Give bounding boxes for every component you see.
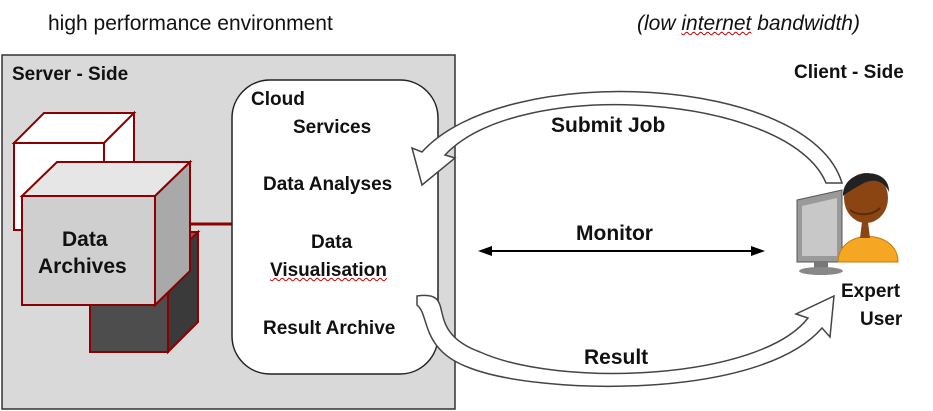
cloud-title-line2: Services [293, 117, 372, 138]
result-label: Result [584, 346, 649, 369]
cloud-item-visualisation: Visualisation [270, 260, 387, 281]
expert-user-label-line1: Expert [841, 281, 901, 302]
archives-label-line2: Archives [38, 255, 127, 278]
cloud-item-data-analyses: Data Analyses [263, 174, 393, 195]
cloud-title-line1: Cloud [251, 89, 305, 110]
submit-job-arrow [410, 90, 844, 187]
archive-cube-main [19, 159, 193, 308]
title-right-underlined: internet [681, 12, 752, 35]
title-right-open: (low [637, 12, 682, 35]
client-side-label: Client - Side [794, 62, 904, 83]
cloud-services-box [231, 79, 439, 375]
monitor-label: Monitor [576, 222, 653, 245]
archives-label-line1: Data [62, 228, 108, 251]
result-arrow [416, 294, 835, 388]
page-title-right: (low internet bandwidth) [637, 12, 860, 36]
submit-job-label: Submit Job [551, 114, 666, 137]
cloud-item-result-archive: Result Archive [263, 318, 396, 339]
expert-user-icon [796, 173, 899, 275]
monitor-arrowhead-left [478, 246, 492, 256]
expert-user-label-line2: User [860, 309, 903, 330]
server-side-label: Server - Side [12, 64, 129, 85]
title-right-close: bandwidth) [751, 12, 860, 35]
cloud-item-data: Data [311, 232, 353, 253]
page-title-left: high performance environment [48, 12, 333, 35]
monitor-arrowhead-right [751, 246, 765, 256]
